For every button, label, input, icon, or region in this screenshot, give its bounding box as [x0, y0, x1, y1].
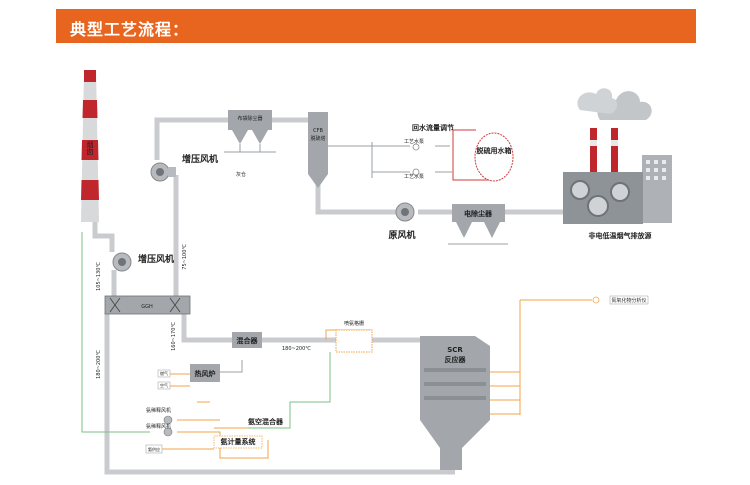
booster-fan-top-label: 增压风机 — [182, 153, 218, 165]
ammonia-metering: 氨计量系统 氨空混合器 — [213, 417, 284, 449]
nox-analyzer: 氮氧化物分析仪 — [592, 295, 649, 305]
nox-analyzer-label: 氮氧化物分析仪 — [611, 297, 646, 304]
water-system: 回水流量调节 工艺水泵 工艺水泵 脱硫用水箱 — [404, 123, 514, 182]
dilution-fan2-label: 氨稀释风机 — [146, 423, 171, 430]
air-ammonia-mixer-label: 氨空混合器 — [248, 417, 284, 426]
chimney-label: 烟囱 — [86, 140, 94, 156]
air-in-label: 空气 — [160, 382, 168, 388]
reactor-label: 反应器 — [445, 355, 467, 364]
header-banner: 典型工艺流程： — [56, 9, 696, 43]
desulf-tower-label: 脱硫塔 — [310, 135, 325, 142]
booster-fan-left-label: 增压风机 — [138, 253, 174, 265]
bag-filter: 布袋除尘器 灰仓 — [224, 110, 276, 178]
pump1-label: 工艺水泵 — [404, 138, 424, 145]
booster-fan-top: 增压风机 — [150, 153, 218, 182]
auxiliary-lines — [81, 129, 592, 459]
scr-reactor: SCR 反应器 — [420, 336, 490, 470]
temp-105-130: 105~130℃ — [96, 262, 102, 291]
ggh-heat-exchanger: GGH — [104, 295, 191, 315]
mixer: 混合器 — [232, 332, 262, 348]
ash-label: 灰仓 — [236, 171, 246, 178]
emission-source-factory: 非电低温烟气排放源 — [563, 88, 672, 240]
dilution-fans: 氨稀释风机 氨稀释风机 氨供应 — [145, 407, 173, 454]
electrostatic-precipitator: 电除尘器 — [448, 204, 508, 245]
source-label: 非电低温烟气排放源 — [589, 231, 652, 240]
ammonia-metering-label: 氨计量系统 — [221, 437, 256, 446]
temp-160-170: 160~170℃ — [171, 322, 177, 351]
flue-gas-pipes — [92, 117, 563, 475]
desulf-tank-label: 脱硫用水箱 — [477, 146, 512, 155]
dilution-fan1-label: 氨稀释风机 — [146, 407, 171, 414]
ggh-label: GGH — [141, 304, 153, 310]
chimney: 烟囱 — [81, 70, 99, 222]
esp-label: 电除尘器 — [464, 209, 493, 218]
hot-air-furnace: 热风炉 燃气 空气 — [157, 364, 220, 390]
mixer-label: 混合器 — [237, 336, 259, 345]
booster-fan-left: 增压风机 — [112, 252, 174, 272]
water-regulation-label: 回水流量调节 — [412, 123, 454, 132]
ammonia-supply-label: 氨供应 — [148, 446, 160, 452]
temp-180-200-left: 180~200℃ — [96, 350, 102, 379]
ammonia-injection-grid: 喷氨格栅 — [335, 320, 373, 353]
induced-fan-label: 原风机 — [388, 229, 415, 241]
bag-filter-label: 布袋除尘器 — [237, 115, 262, 122]
scr-label: SCR — [447, 346, 463, 354]
grid-label: 喷氨格栅 — [344, 320, 364, 327]
temp-180-200-mid: 180~200℃ — [282, 346, 311, 352]
cfb-tower: CFB 脱硫塔 — [308, 112, 328, 188]
pump2-label: 工艺水泵 — [404, 173, 424, 180]
page-title: 典型工艺流程： — [70, 20, 190, 39]
induced-fan: 原风机 — [388, 202, 416, 241]
gas-in-label: 燃气 — [160, 370, 168, 376]
hot-furnace-label: 热风炉 — [195, 369, 216, 378]
temp-75-100: 75~100℃ — [182, 244, 188, 270]
cfb-label: CFB — [313, 128, 323, 134]
